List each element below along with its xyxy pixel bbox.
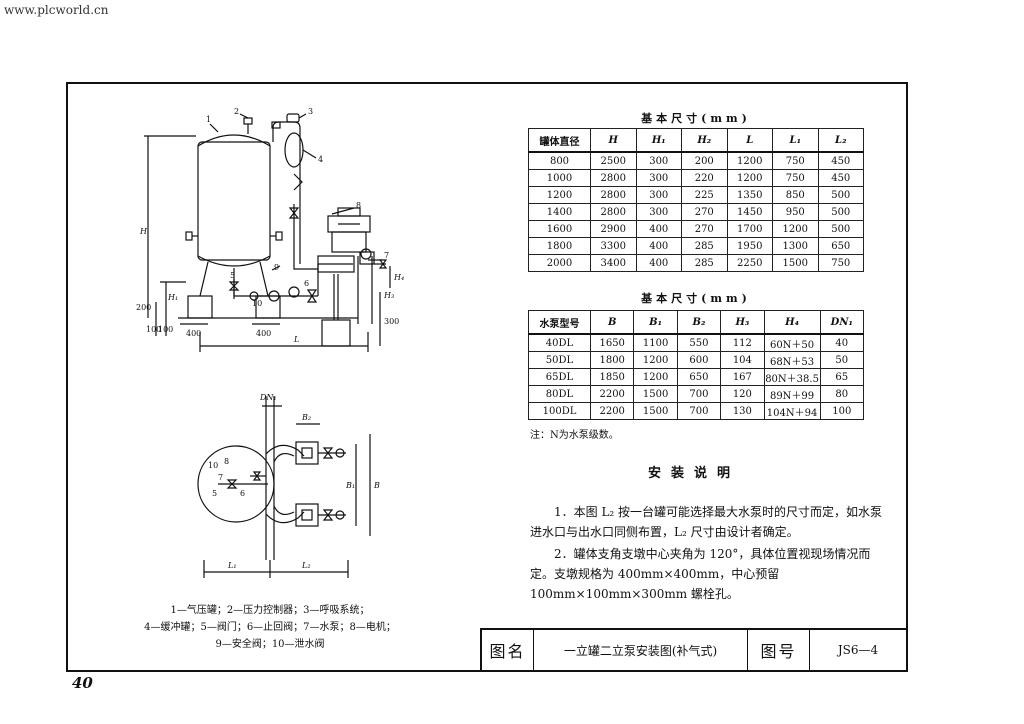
callout-5: 5 — [230, 271, 235, 280]
dim-b2: B₂ — [301, 413, 311, 422]
column-header: B₂ — [676, 310, 722, 335]
callout-6: 6 — [304, 279, 309, 288]
plan-callout-5: 5 — [212, 489, 217, 498]
callout-2: 2 — [234, 107, 239, 116]
table1-title: 基本尺寸(mm) — [641, 112, 751, 125]
dim-h3: H₃ — [383, 291, 394, 300]
legend-line: 1—气压罐；2—压力控制器；3—呼吸系统； — [170, 605, 370, 616]
callout-1: 1 — [206, 115, 211, 124]
dim-100-right: 100 — [158, 325, 173, 334]
dim-200: 200 — [136, 303, 151, 312]
column-header: B₁ — [633, 310, 678, 335]
plan-callout-6: 6 — [240, 489, 245, 498]
watermark: www.plcworld.cn — [4, 3, 109, 17]
column-header: H₄ — [763, 310, 821, 335]
legend-line: 4—缓冲罐；5—阀门；6—止回阀；7—水泵；8—电机； — [144, 622, 396, 633]
dim-l1: L₁ — [227, 561, 237, 570]
callout-8: 8 — [356, 201, 361, 210]
dim-h4: H₄ — [393, 273, 404, 282]
column-header: L₁ — [772, 128, 819, 153]
callout-10: 10 — [252, 299, 262, 308]
table2-title: 基本尺寸(mm) — [641, 292, 751, 305]
dim-b: B — [373, 481, 380, 490]
drawing-number-value: JS6—4 — [837, 643, 879, 657]
column-header: H₁ — [635, 128, 682, 153]
column-header: L₂ — [817, 128, 864, 153]
column-header: H₃ — [720, 310, 765, 335]
dim-h1: H₁ — [167, 293, 178, 302]
table2-note: 注：N为水泵级数。 — [530, 430, 619, 441]
column-header: DN₁ — [819, 310, 865, 335]
dim-l2: L₂ — [301, 561, 311, 570]
dim-100-left: 100 — [146, 325, 161, 334]
callout-9: 9 — [274, 263, 279, 272]
callout-4: 4 — [318, 155, 323, 164]
column-header: 水泵型号 — [528, 310, 591, 335]
plan-callout-7: 7 — [218, 473, 223, 482]
page-number: 40 — [72, 674, 93, 692]
installation-title: 安装说明 — [648, 466, 741, 481]
component-legend: 1—气压罐；2—压力控制器；3—呼吸系统； 4—缓冲罐；5—阀门；6—止回阀；7… — [110, 602, 430, 653]
column-header: H₂ — [681, 128, 728, 153]
callout-3: 3 — [308, 107, 313, 116]
dim-dn1: DN₁ — [259, 393, 277, 402]
dim-300: 300 — [384, 317, 399, 326]
dim-l: L — [293, 335, 299, 344]
callout-7: 7 — [384, 251, 389, 260]
title-block: 图名 一立罐二立泵安装图(补气式) 图号 JS6—4 — [480, 628, 908, 672]
column-header: 罐体直径 — [528, 128, 591, 153]
dim-h: H — [139, 227, 148, 236]
column-header: L — [726, 128, 773, 153]
plan-callout-10: 10 — [208, 461, 218, 470]
plan-callout-8: 8 — [224, 457, 229, 466]
dim-400-left: 400 — [186, 329, 201, 338]
drawing-name-label: 图名 — [482, 630, 534, 670]
drawing-name-value: 一立罐二立泵安装图(补气式) — [534, 630, 748, 670]
dim-400-right: 400 — [256, 329, 271, 338]
column-header: H — [590, 128, 637, 153]
installation-paragraph-2: 2．罐体支角支墩中心夹角为 120°，具体位置视现场情况而定。支墩规格为 400… — [530, 547, 871, 601]
column-header: B — [589, 310, 635, 335]
legend-line: 9—安全阀；10—泄水阀 — [215, 639, 325, 650]
dim-b1: B₁ — [345, 481, 355, 490]
installation-drawing: H H₁ 200 100 100 400 400 L 300 H₄ H₃ 1 2… — [136, 107, 404, 578]
installation-paragraph-1: 1．本图 L₂ 按一台罐可能选择最大水泵时的尺寸而定，如水泵进水口与出水口同侧布… — [530, 505, 883, 539]
drawing-number-label: 图号 — [748, 630, 810, 670]
